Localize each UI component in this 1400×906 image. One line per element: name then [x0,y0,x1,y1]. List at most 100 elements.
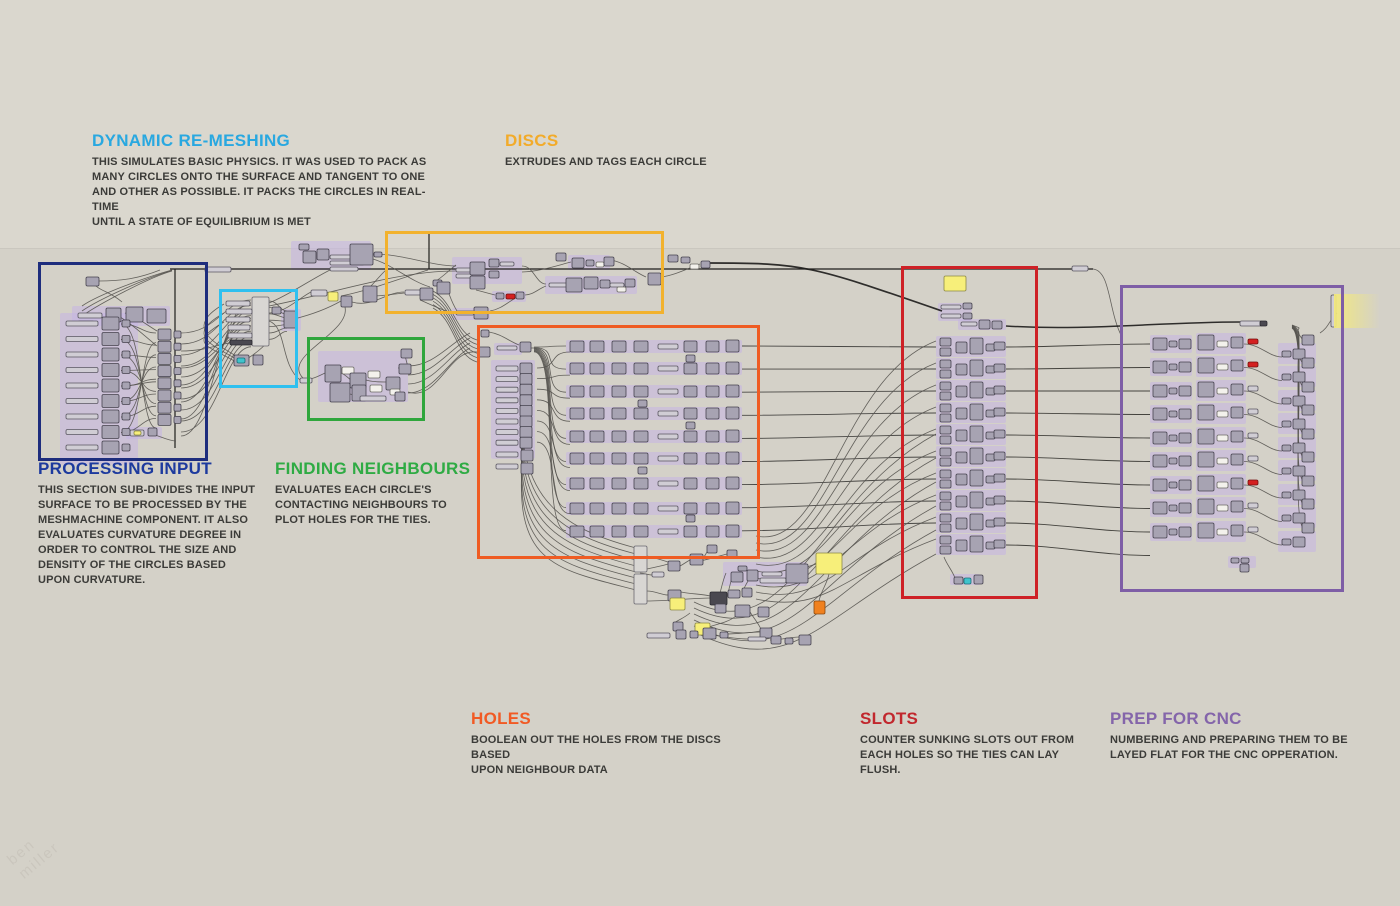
gh-node[interactable] [939,513,952,523]
gh-node[interactable] [1281,538,1292,546]
gh-node[interactable] [1281,420,1292,428]
panel-node[interactable] [133,430,142,436]
gh-node[interactable] [955,539,968,552]
gh-node[interactable] [1197,522,1215,539]
gh-node[interactable] [495,418,519,425]
gh-node[interactable] [1152,384,1168,398]
gh-node[interactable] [969,337,984,355]
gh-node[interactable] [705,477,720,490]
gh-node[interactable] [689,553,704,566]
gh-node[interactable] [589,340,605,353]
gh-node[interactable] [651,571,665,578]
gh-node[interactable] [1301,428,1315,440]
gh-node[interactable] [419,287,434,301]
gh-node[interactable] [1301,522,1315,534]
gh-node[interactable] [993,429,1006,439]
gh-node[interactable] [939,501,952,511]
gh-node[interactable] [993,473,1006,483]
gh-node[interactable] [1178,338,1192,350]
gh-node[interactable] [955,517,968,530]
gh-node[interactable] [1168,387,1178,395]
gh-node[interactable] [611,452,627,465]
gh-node[interactable] [734,604,751,618]
gh-node[interactable] [565,277,583,293]
gh-node[interactable] [1197,404,1215,421]
gh-node[interactable] [595,261,605,268]
gh-node[interactable] [683,362,698,375]
gh-node[interactable] [455,273,473,279]
gh-node[interactable] [705,385,720,398]
gh-node[interactable] [1281,373,1292,381]
gh-node[interactable] [495,386,519,393]
gh-node[interactable] [157,328,172,341]
gh-node[interactable] [611,362,627,375]
gh-node[interactable] [1281,397,1292,405]
gh-node[interactable] [611,385,627,398]
gh-node[interactable] [1247,455,1259,462]
gh-node[interactable] [1178,385,1192,397]
gh-node[interactable] [784,637,794,645]
gh-node[interactable] [65,444,99,451]
gh-node[interactable] [1178,361,1192,373]
gh-node[interactable] [667,254,679,263]
gh-node[interactable] [1152,360,1168,374]
gh-node[interactable] [991,320,1003,330]
gh-node[interactable] [121,319,131,328]
gh-node[interactable] [495,407,519,414]
gh-node[interactable] [969,425,984,443]
gh-node[interactable] [1197,451,1215,468]
gh-node[interactable] [589,525,605,538]
gh-node[interactable] [157,352,172,365]
gh-node[interactable] [1230,500,1244,513]
gh-node[interactable] [1247,385,1259,392]
gh-node[interactable] [1301,404,1315,416]
gh-node[interactable] [157,365,172,378]
gh-node[interactable] [488,270,500,279]
gh-node[interactable] [569,407,585,420]
gh-node[interactable] [569,340,585,353]
gh-node[interactable] [1301,334,1315,346]
gh-node[interactable] [121,428,131,436]
gh-node[interactable] [1301,357,1315,369]
gh-node[interactable] [589,407,605,420]
gh-node[interactable] [603,256,615,267]
gh-node[interactable] [1292,442,1306,454]
gh-node[interactable] [960,321,978,327]
gh-node[interactable] [759,627,773,639]
gh-node[interactable] [569,430,585,443]
gh-node[interactable] [969,513,984,531]
gh-node[interactable] [969,359,984,377]
gh-node[interactable] [725,384,740,398]
gh-node[interactable] [1152,337,1168,351]
gh-node[interactable] [101,378,120,393]
gh-node[interactable] [1152,407,1168,421]
gh-node[interactable] [611,340,627,353]
gh-node[interactable] [611,407,627,420]
gh-node[interactable] [227,324,251,331]
gh-node[interactable] [589,502,605,515]
gh-node[interactable] [705,430,720,443]
gh-node[interactable] [680,256,691,264]
gh-node[interactable] [173,415,182,424]
gh-node[interactable] [1301,381,1315,393]
gh-node[interactable] [1168,410,1178,418]
gh-node[interactable] [955,473,968,486]
gh-node[interactable] [705,502,720,515]
gh-node[interactable] [1301,451,1315,463]
gh-node[interactable] [298,243,310,251]
gh-node[interactable] [519,373,533,386]
gh-node[interactable] [225,300,251,307]
gh-node[interactable] [657,528,679,535]
gh-node[interactable] [1230,524,1244,537]
gh-node[interactable] [955,429,968,442]
gh-node[interactable] [157,401,172,414]
gh-node[interactable] [706,544,718,554]
gh-node[interactable] [683,525,698,538]
gh-node[interactable] [480,329,490,338]
gh-node[interactable] [519,341,532,353]
gh-node[interactable] [1216,387,1229,395]
gh-node[interactable] [726,549,738,559]
gh-node[interactable] [519,394,533,407]
gh-node[interactable] [770,635,782,645]
gh-node[interactable] [121,335,131,343]
